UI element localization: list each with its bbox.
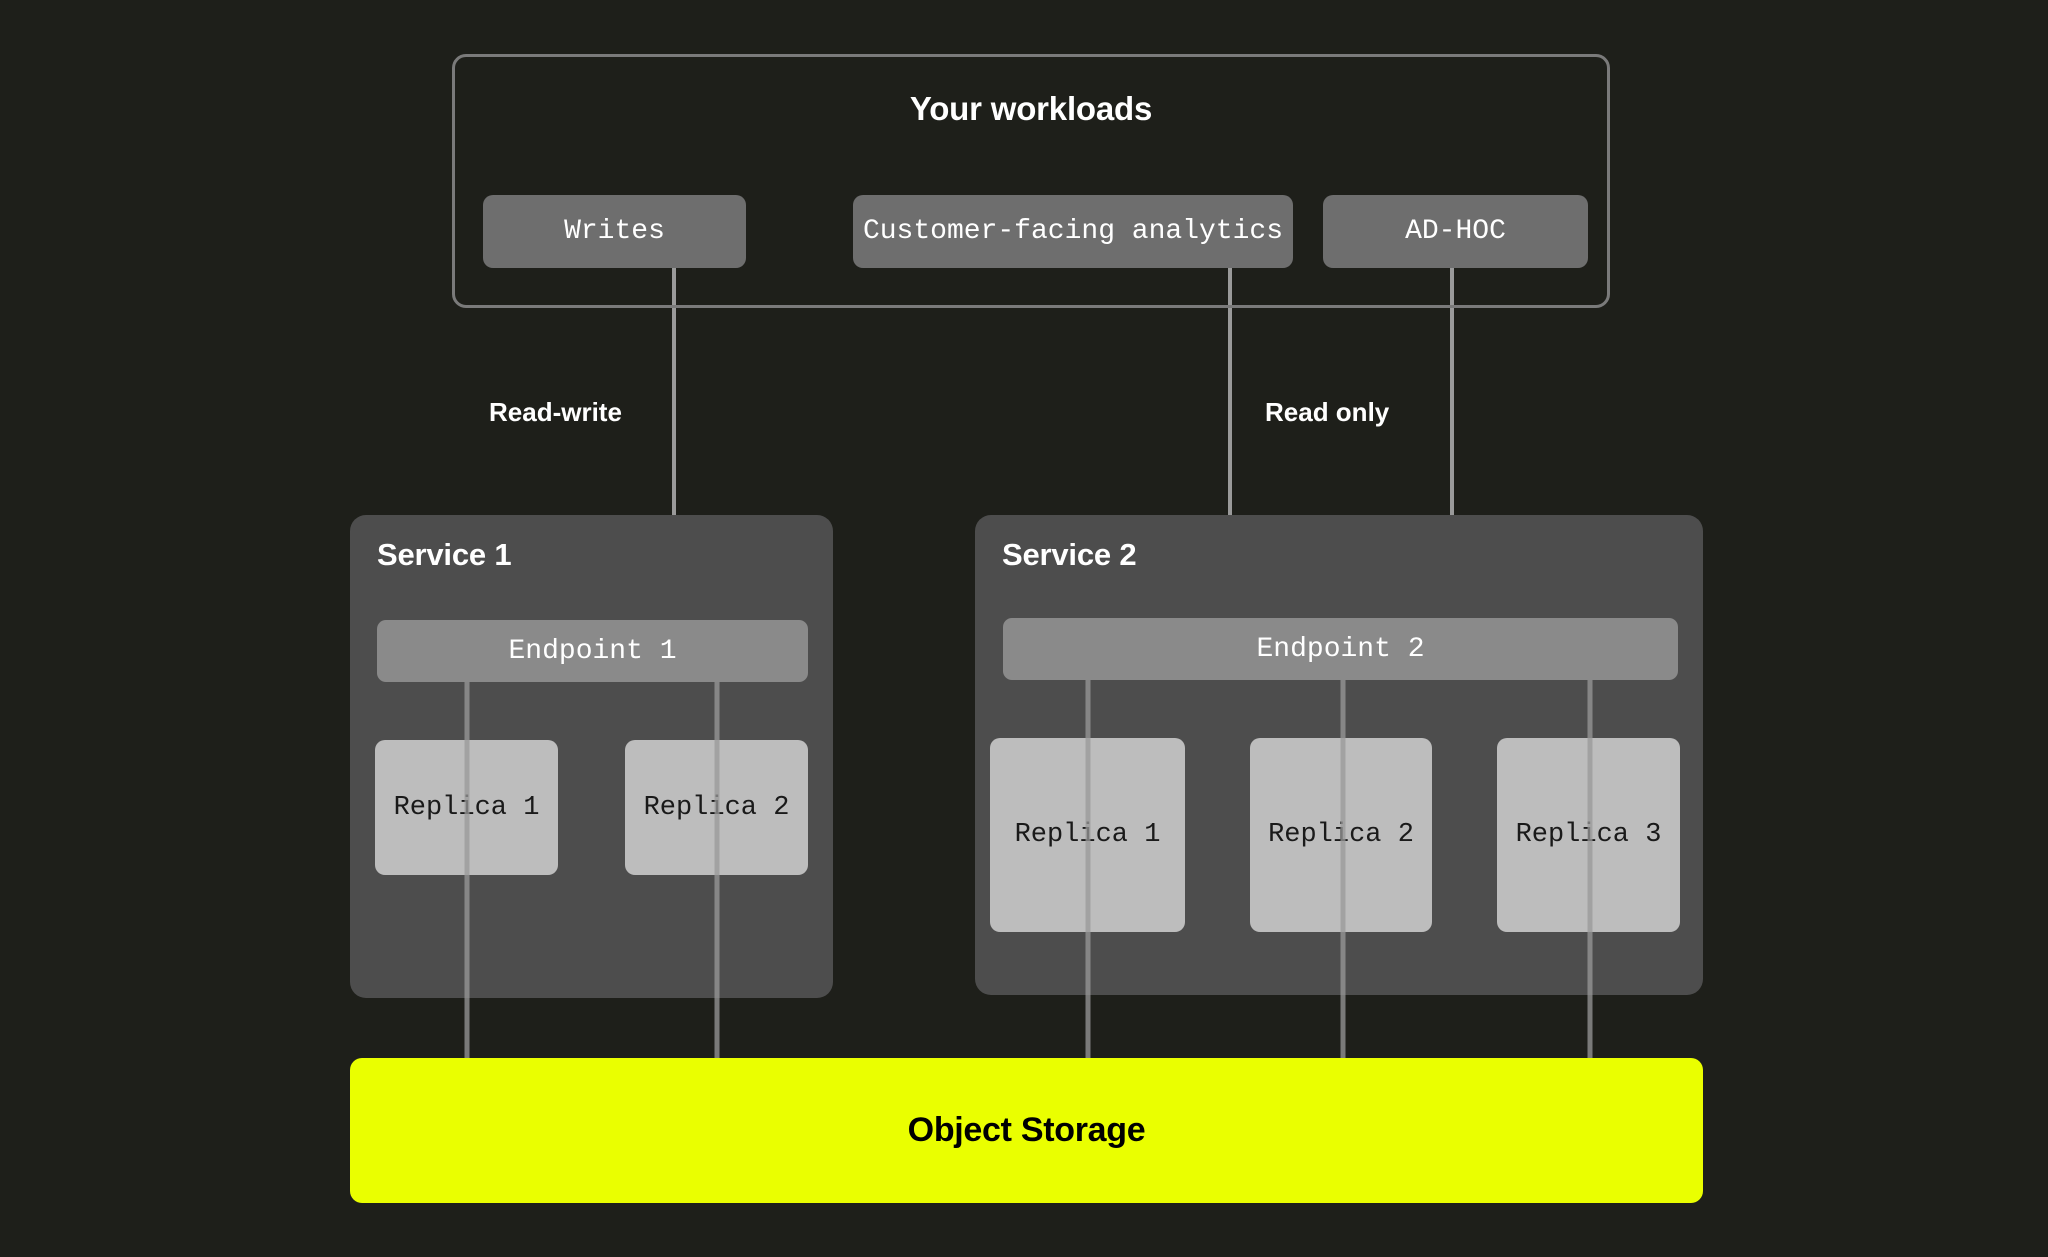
- edge-label-read-only: Read only: [1265, 397, 1390, 427]
- service-2-replica-1[interactable]: Replica 1: [990, 738, 1185, 932]
- replica-label: Replica 1: [1014, 820, 1161, 850]
- replica-label: Replica 3: [1515, 820, 1662, 850]
- endpoint-label: Endpoint 1: [508, 635, 677, 667]
- workloads-title: Your workloads: [909, 90, 1153, 127]
- edge-label-read-write: Read-write: [489, 397, 622, 427]
- workloads-panel: Your workloads Writes Customer-facing an…: [452, 54, 1610, 308]
- object-storage-label: Object Storage: [907, 1111, 1146, 1149]
- object-storage-node[interactable]: Object Storage: [350, 1058, 1703, 1203]
- workload-chip-label: Customer-facing analytics: [862, 216, 1284, 247]
- service-2-replica-3[interactable]: Replica 3: [1497, 738, 1680, 932]
- endpoint-label: Endpoint 2: [1256, 633, 1425, 665]
- service-1-title: Service 1: [377, 537, 512, 572]
- service-2-title: Service 2: [1002, 537, 1137, 572]
- workload-chip-label: AD-HOC: [1405, 216, 1506, 247]
- endpoint-1-node[interactable]: Endpoint 1: [377, 620, 808, 682]
- workload-chip-customer-facing-analytics[interactable]: Customer-facing analytics: [853, 195, 1293, 268]
- replica-label: Replica 2: [643, 792, 790, 823]
- workload-chip-label: Writes: [564, 216, 665, 247]
- replica-label: Replica 1: [393, 792, 540, 823]
- service-1-panel: Service 1 Endpoint 1 Replica 1 Replica 2: [350, 515, 833, 998]
- workload-chip-ad-hoc[interactable]: AD-HOC: [1323, 195, 1588, 268]
- service-1-replica-1[interactable]: Replica 1: [375, 740, 558, 875]
- service-2-replica-2[interactable]: Replica 2: [1250, 738, 1432, 932]
- service-1-replica-2[interactable]: Replica 2: [625, 740, 808, 875]
- replica-label: Replica 2: [1268, 820, 1414, 850]
- workload-chip-writes[interactable]: Writes: [483, 195, 746, 268]
- endpoint-2-node[interactable]: Endpoint 2: [1003, 618, 1678, 680]
- service-2-panel: Service 2 Endpoint 2 Replica 1 Replica 2…: [975, 515, 1703, 995]
